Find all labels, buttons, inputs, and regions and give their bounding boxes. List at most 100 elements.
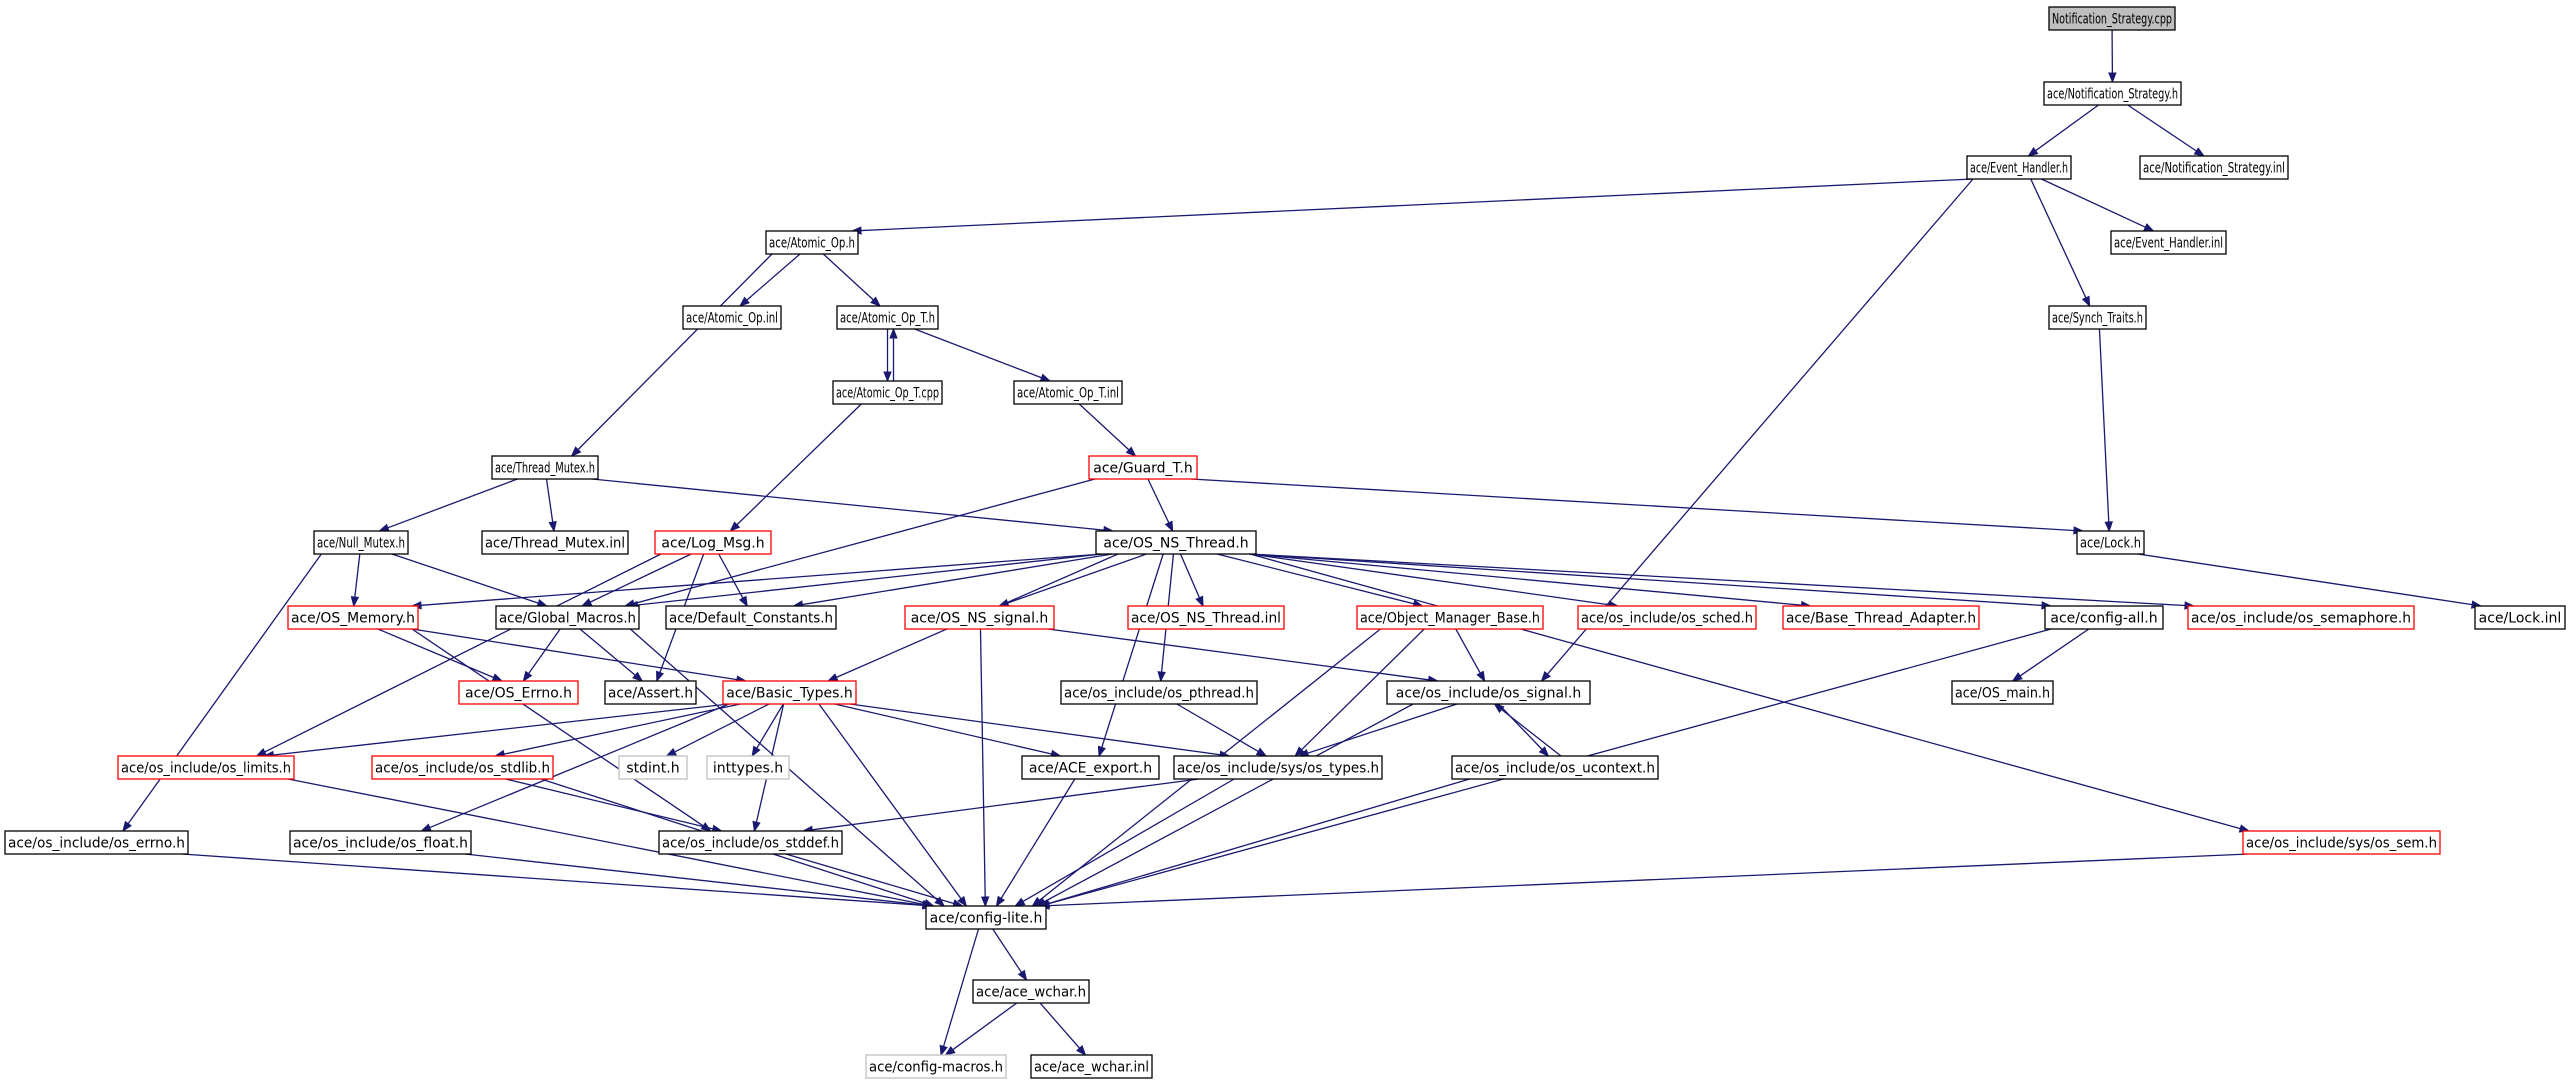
edge [1297, 703, 1458, 758]
node-ace-default-constants-h[interactable]: ace/Default_Constants.h [665, 605, 837, 630]
node-box [682, 305, 782, 330]
node-label: ace/Event_Handler.inl [2114, 236, 2223, 252]
node-ace-ace-export-h[interactable]: ace/ACE_export.h [1021, 755, 1160, 780]
node-label: ace/Atomic_Op_T.cpp [836, 386, 939, 402]
node-ace-os-include-os-signal-h[interactable]: ace/os_include/os_signal.h [1386, 680, 1591, 705]
node-notification-strategy-cpp[interactable]: Notification_Strategy.cpp [2048, 6, 2176, 31]
node-box [904, 605, 1055, 630]
node-ace-atomic-op-t-h[interactable]: ace/Atomic_Op_T.h [836, 305, 939, 330]
arrowhead [378, 523, 390, 532]
edge [1249, 553, 2196, 610]
node-label: ace/Synch_Traits.h [2052, 311, 2143, 327]
node-ace-atomic-op-t-cpp[interactable]: ace/Atomic_Op_T.cpp [832, 380, 943, 405]
node-box [1088, 455, 1198, 480]
edge-line [860, 178, 1974, 232]
node-ace-os-include-os-limits-h[interactable]: ace/os_include/os_limits.h [117, 755, 295, 780]
arrowhead [1255, 747, 1268, 757]
node-ace-os-errno-h[interactable]: ace/OS_Errno.h [458, 680, 579, 705]
node-box [765, 230, 859, 255]
edge-line [505, 778, 714, 830]
edge [2098, 328, 2113, 533]
graph-edges [122, 29, 2483, 1057]
arrowhead [889, 327, 898, 339]
node-ace-global-macros-h[interactable]: ace/Global_Macros.h [495, 605, 640, 630]
edge-line [1498, 703, 1543, 750]
edge [2027, 104, 2099, 157]
node-ace-os-include-os-pthread-h[interactable]: ace/os_include/os_pthread.h [1060, 680, 1258, 705]
node-ace-basic-types-h[interactable]: ace/Basic_Types.h [722, 680, 857, 705]
node-ace-os-include-os-semaphore-h[interactable]: ace/os_include/os_semaphore.h [2187, 605, 2415, 630]
node-ace-os-include-sys-os-sem-h[interactable]: ace/os_include/sys/os_sem.h [2242, 830, 2441, 855]
node-ace-ace-wchar-inl[interactable]: ace/ace_wchar.inl [1030, 1054, 1153, 1079]
node-ace-atomic-op-inl[interactable]: ace/Atomic_Op.inl [682, 305, 782, 330]
node-ace-event-handler-h[interactable]: ace/Event_Handler.h [1966, 155, 2072, 180]
edge [914, 328, 1052, 382]
edge-line [577, 253, 773, 451]
node-label: ace/os_include/os_signal.h [1396, 686, 1582, 702]
node-inttypes-h[interactable]: inttypes.h [706, 755, 790, 780]
node-ace-config-lite-h[interactable]: ace/config-lite.h [925, 905, 1047, 930]
edge [1147, 478, 1174, 533]
edge-line [1048, 853, 2250, 907]
node-label: ace/os_include/os_float.h [293, 836, 468, 852]
node-label: ace/os_include/os_pthread.h [1064, 686, 1254, 702]
node-ace-config-macros-h[interactable]: ace/config-macros.h [865, 1054, 1007, 1079]
node-ace-event-handler-inl[interactable]: ace/Event_Handler.inl [2110, 230, 2227, 255]
node-ace-notification-strategy-h[interactable]: ace/Notification_Strategy.h [2043, 81, 2182, 106]
node-ace-os-include-sys-os-types-h[interactable]: ace/os_include/sys/os_types.h [1173, 755, 1383, 780]
node-ace-os-include-os-stddef-h[interactable]: ace/os_include/os_stddef.h [658, 830, 843, 855]
node-label: ace/Atomic_Op.h [769, 236, 855, 252]
edge-line [528, 628, 561, 675]
node-label: ace/Notification_Strategy.h [2047, 87, 2178, 103]
edge-line [591, 478, 1105, 531]
node-ace-null-mutex-h[interactable]: ace/Null_Mutex.h [313, 530, 409, 555]
node-ace-os-include-os-float-h[interactable]: ace/os_include/os_float.h [289, 830, 472, 855]
node-box [371, 755, 554, 780]
node-ace-os-include-os-stdlib-h[interactable]: ace/os_include/os_stdlib.h [371, 755, 554, 780]
node-ace-assert-h[interactable]: ace/Assert.h [604, 680, 697, 705]
edge-line [503, 703, 741, 755]
node-ace-config-all-h[interactable]: ace/config-all.h [2044, 605, 2164, 630]
node-ace-thread-mutex-h[interactable]: ace/Thread_Mutex.h [491, 455, 599, 480]
node-ace-os-include-os-errno-h[interactable]: ace/os_include/os_errno.h [4, 830, 189, 855]
node-ace-atomic-op-t-inl[interactable]: ace/Atomic_Op_T.inl [1013, 380, 1123, 405]
node-ace-os-include-os-ucontext-h[interactable]: ace/os_include/os_ucontext.h [1451, 755, 1659, 780]
edge [834, 703, 1062, 758]
edge-line [287, 778, 924, 905]
node-ace-os-ns-thread-inl[interactable]: ace/OS_NS_Thread.inl [1127, 605, 1285, 630]
edge-line [1007, 553, 1147, 604]
node-ace-lock-h[interactable]: ace/Lock.h [2076, 530, 2145, 555]
edge [2011, 628, 2090, 682]
node-ace-base-thread-adapter-h[interactable]: ace/Base_Thread_Adapter.h [1782, 605, 1980, 630]
node-ace-atomic-op-h[interactable]: ace/Atomic_Op.h [765, 230, 859, 255]
node-ace-os-main-h[interactable]: ace/OS_main.h [1951, 680, 2054, 705]
arrowhead [580, 598, 593, 607]
node-ace-lock-inl[interactable]: ace/Lock.inl [2474, 605, 2566, 630]
node-label: ace/Guard_T.h [1093, 461, 1193, 477]
node-ace-synch-traits-h[interactable]: ace/Synch_Traits.h [2048, 305, 2147, 330]
node-ace-thread-mutex-inl[interactable]: ace/Thread_Mutex.inl [481, 530, 629, 555]
edge-line [1249, 553, 2043, 607]
node-stdint-h[interactable]: stdint.h [618, 755, 688, 780]
edge [718, 553, 748, 608]
node-ace-os-include-os-sched-h[interactable]: ace/os_include/os_sched.h [1577, 605, 1757, 630]
node-ace-notification-strategy-inl[interactable]: ace/Notification_Strategy.inl [2139, 155, 2289, 180]
arrowhead [752, 820, 761, 833]
node-ace-os-ns-thread-h[interactable]: ace/OS_NS_Thread.h [1095, 530, 1257, 555]
edge-line [579, 628, 636, 676]
edge-line [1039, 1002, 1081, 1049]
edge-line [354, 553, 361, 598]
edge-line [736, 403, 862, 526]
node-label: ace/os_include/os_ucontext.h [1455, 761, 1655, 777]
edge [850, 178, 1974, 235]
node-ace-os-ns-signal-h[interactable]: ace/OS_NS_signal.h [904, 605, 1055, 630]
node-ace-log-msg-h[interactable]: ace/Log_Msg.h [654, 530, 772, 555]
edge-line [1176, 703, 1259, 753]
node-ace-object-manager-base-h[interactable]: ace/Object_Manager_Base.h [1356, 605, 1544, 630]
node-ace-ace-wchar-h[interactable]: ace/ace_wchar.h [972, 979, 1090, 1004]
node-label: ace/OS_NS_signal.h [911, 611, 1049, 627]
node-ace-guard-t-h[interactable]: ace/Guard_T.h [1088, 455, 1198, 480]
node-ace-os-memory-h[interactable]: ace/OS_Memory.h [287, 605, 419, 630]
arrowhead [1076, 1045, 1087, 1057]
arrowhead [944, 1045, 956, 1056]
